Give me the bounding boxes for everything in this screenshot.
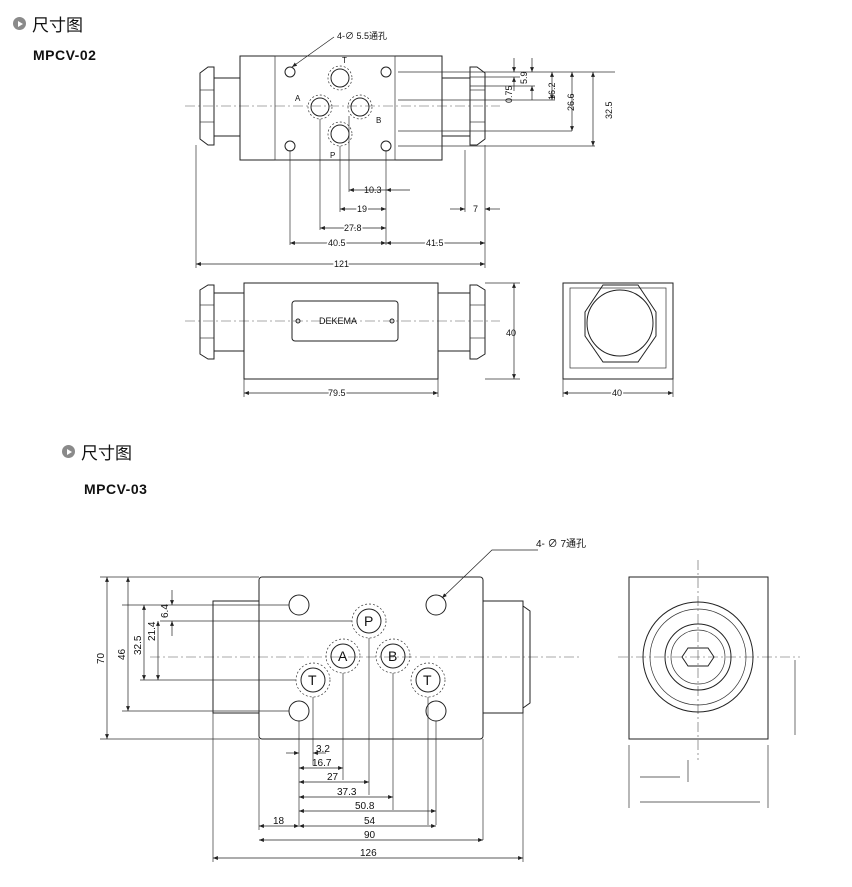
dim-label: 19 <box>357 204 367 214</box>
port-label-p: P <box>330 151 335 160</box>
dim-label: 37.3 <box>337 787 357 798</box>
hole-note: 4-∅ 5.5通孔 <box>337 31 387 41</box>
bullet-icon <box>62 445 75 458</box>
dim-label: 26.6 <box>566 93 576 111</box>
hole-note: 4- ∅ 7通孔 <box>536 538 586 550</box>
model-name-mpcv02: MPCV-02 <box>33 47 97 63</box>
section-heading-1: 尺寸图 <box>13 11 83 36</box>
mpcv02-side-view: 40 <box>562 282 674 400</box>
dim-label: 16.7 <box>312 758 332 769</box>
dim-label: 126 <box>360 848 377 859</box>
port-label-t1: T <box>308 672 317 688</box>
dim-label: 32.5 <box>604 101 614 119</box>
dim-label: 41.5 <box>426 238 444 248</box>
mpcv03-top-view: P A B T T 4- ∅ 7通孔 70 46 32.5 21.4 6.4 <box>96 538 586 862</box>
dim-label: 18 <box>273 816 285 827</box>
bullet-icon <box>13 17 26 30</box>
dim-label: 121 <box>334 259 349 269</box>
port-label-p: P <box>364 613 373 629</box>
dim-label: 16.2 <box>547 82 557 100</box>
dim-label: 10.3 <box>364 185 382 195</box>
dim-label: 32.5 <box>133 635 144 655</box>
dim-label: 21.4 <box>147 621 158 641</box>
port-label-t: T <box>342 56 347 65</box>
section-heading-2: 尺寸图 <box>62 439 132 464</box>
dim-label: 79.5 <box>328 388 346 398</box>
dim-label: 40 <box>506 328 516 338</box>
dim-label: 40.5 <box>328 238 346 248</box>
mpcv03-side-view <box>618 560 800 808</box>
dim-label: 3.2 <box>316 744 330 755</box>
dim-label: 7 <box>473 204 478 214</box>
dim-label: 54 <box>364 816 376 827</box>
dim-label: 27 <box>327 772 339 783</box>
port-label-t2: T <box>423 672 432 688</box>
dim-label: 0.75 <box>504 85 514 103</box>
dim-label: 6.4 <box>160 604 171 618</box>
port-label-a: A <box>338 648 348 664</box>
dim-label: 27.8 <box>344 223 362 233</box>
section-title: 尺寸图 <box>81 444 132 464</box>
model-name-mpcv03: MPCV-03 <box>84 481 148 497</box>
dim-label: 5.9 <box>519 71 529 84</box>
port-label-a: A <box>295 94 301 103</box>
mpcv02-front-view: DEKEMA 40 79.5 <box>185 282 520 400</box>
dim-label: 40 <box>612 388 622 398</box>
dim-label: 46 <box>117 648 128 660</box>
dim-label: 90 <box>364 830 376 841</box>
dim-label: 70 <box>96 652 107 664</box>
port-label-b: B <box>376 116 381 125</box>
mpcv02-top-view: T A B P 4-∅ 5.5通孔 0.75 5.9 16.2 26.6 32.… <box>185 31 615 271</box>
dim-label: 50.8 <box>355 801 375 812</box>
brand-plate: DEKEMA <box>319 316 357 326</box>
section-title: 尺寸图 <box>32 16 83 36</box>
port-label-b: B <box>388 648 397 664</box>
